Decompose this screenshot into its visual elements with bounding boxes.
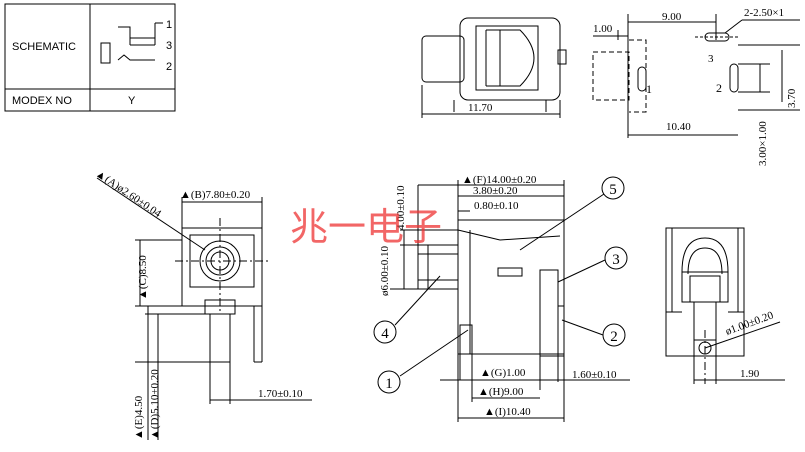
front-dim-d: ▲(D)5.10±0.20 <box>149 369 161 440</box>
footprint-dim-vertical: 3.00×1.00 <box>757 121 769 166</box>
side-dim-0-80: 0.80±0.10 <box>474 200 519 212</box>
footprint-dim-1: 1.00 <box>593 23 613 35</box>
side-dim-g: ▲(G)1.00 <box>480 367 526 379</box>
footprint-pin-2: 2 <box>716 81 722 95</box>
side-view-drawing <box>390 180 630 422</box>
schematic-table: SCHEMATIC MODEX NO Y 1 3 2 <box>4 3 176 112</box>
footprint-dim-10-40: 10.40 <box>666 121 691 133</box>
schematic-header: SCHEMATIC <box>12 41 76 53</box>
side-dim-i: ▲(I)10.40 <box>484 406 531 418</box>
callout-4: 4 <box>373 320 397 344</box>
watermark-text: 兆一电子 <box>290 205 442 249</box>
front-view-drawing <box>96 177 312 440</box>
top-view-width-dim: 11.70 <box>468 102 493 114</box>
top-view-drawing <box>421 17 567 118</box>
side-dim-1-60: 1.60±0.10 <box>572 369 617 381</box>
front-dim-bottom: 1.70±0.10 <box>258 388 303 400</box>
front-dim-e: ▲(E)4.50 <box>133 395 145 440</box>
footprint-dim-3-70: 3.70 <box>786 88 798 108</box>
callout-2: 2 <box>602 323 626 347</box>
rear-dim-bottom: 1.90 <box>740 368 760 380</box>
svg-text:4: 4 <box>381 326 389 342</box>
schematic-pin-2: 2 <box>166 61 172 73</box>
front-dim-b: ▲(B)7.80±0.20 <box>180 189 251 201</box>
side-dim-f: ▲(F)14.00±0.20 <box>462 174 537 186</box>
side-dim-3-80: 3.80±0.20 <box>473 185 518 197</box>
schematic-pin-3: 3 <box>166 40 172 52</box>
callout-1: 1 <box>377 370 401 394</box>
front-dim-a: ▲(A)ø2.60±0.04 <box>93 168 163 221</box>
svg-text:1: 1 <box>385 376 393 392</box>
footprint-pin-3: 3 <box>708 53 714 65</box>
side-dim-h: ▲(H)9.00 <box>478 386 524 398</box>
footprint-pin-1: 1 <box>646 82 652 96</box>
footprint-dim-slot: 2-2.50×1 <box>744 7 784 19</box>
callout-5: 5 <box>601 176 625 200</box>
svg-text:2: 2 <box>610 329 618 345</box>
front-dim-c: ▲(C)8.50 <box>137 255 149 300</box>
svg-text:5: 5 <box>609 182 617 198</box>
jack-schematic-symbol <box>100 22 163 64</box>
svg-text:3: 3 <box>612 252 620 268</box>
rear-dim-hole: ø1.00±0.20 <box>724 309 776 338</box>
model-value: Y <box>128 95 136 107</box>
model-label: MODEX NO <box>12 95 72 107</box>
footprint-view-drawing <box>592 14 800 138</box>
side-dim-6-00: ø6.00±0.10 <box>379 245 391 296</box>
footprint-dim-9: 9.00 <box>662 11 682 23</box>
callout-3: 3 <box>604 246 628 270</box>
rear-view-drawing <box>665 227 785 384</box>
schematic-pin-1: 1 <box>166 19 172 31</box>
side-dim-4-00: 4.00±0.10 <box>395 185 407 230</box>
